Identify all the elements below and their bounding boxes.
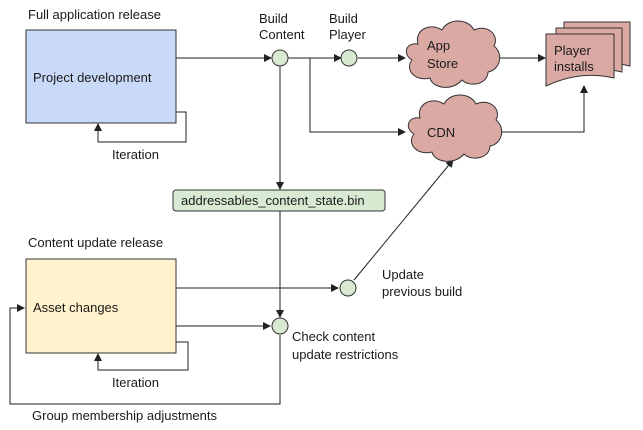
cdn-cloud: CDN [407,94,503,162]
content-update-title: Content update release [28,235,163,250]
asset-changes-box: Asset changes [25,258,177,354]
player-installs-label-line2: installs [554,59,594,74]
build-content-to-cdn-line [309,58,406,136]
app-store-cloud: App Store [405,20,501,88]
project-development-box: Project development [25,29,177,124]
cdn-label: CDN [427,125,455,140]
group-membership-label: Group membership adjustments [32,408,217,423]
full-release-title: Full application release [28,7,161,22]
update-previous-build-label-line1: Update [382,267,424,282]
project-development-label: Project development [33,70,152,85]
group-membership-loop [9,304,281,405]
cdn-to-installs-line [494,85,588,133]
app-store-label-line1: App [427,38,450,53]
build-content-label-line2: Content [259,27,305,42]
app-store-label-line2: Store [427,56,458,71]
state-file-box: addressables_content_state.bin [172,189,386,212]
player-installs-docs: Player installs [545,21,631,87]
check-content-label-line2: update restrictions [292,347,399,362]
build-content-label-line1: Build [259,11,288,26]
iteration-loop-bottom [94,341,189,371]
build-content-node [271,49,289,67]
build-player-label-line2: Player [329,27,367,42]
update-previous-build-label-line2: previous build [382,284,462,299]
check-content-label-line1: Check content [292,329,375,344]
build-player-node [340,49,358,67]
update-previous-build-node [339,279,357,297]
asset-changes-label: Asset changes [33,300,119,315]
check-content-node [271,317,289,335]
update-to-cdn-line [353,159,454,281]
state-file-label: addressables_content_state.bin [181,193,365,208]
iteration-bottom-label: Iteration [112,375,159,390]
iteration-top-label: Iteration [112,147,159,162]
player-installs-label-line1: Player [554,43,592,58]
iteration-loop-top [94,111,187,143]
build-player-label-line1: Build [329,11,358,26]
